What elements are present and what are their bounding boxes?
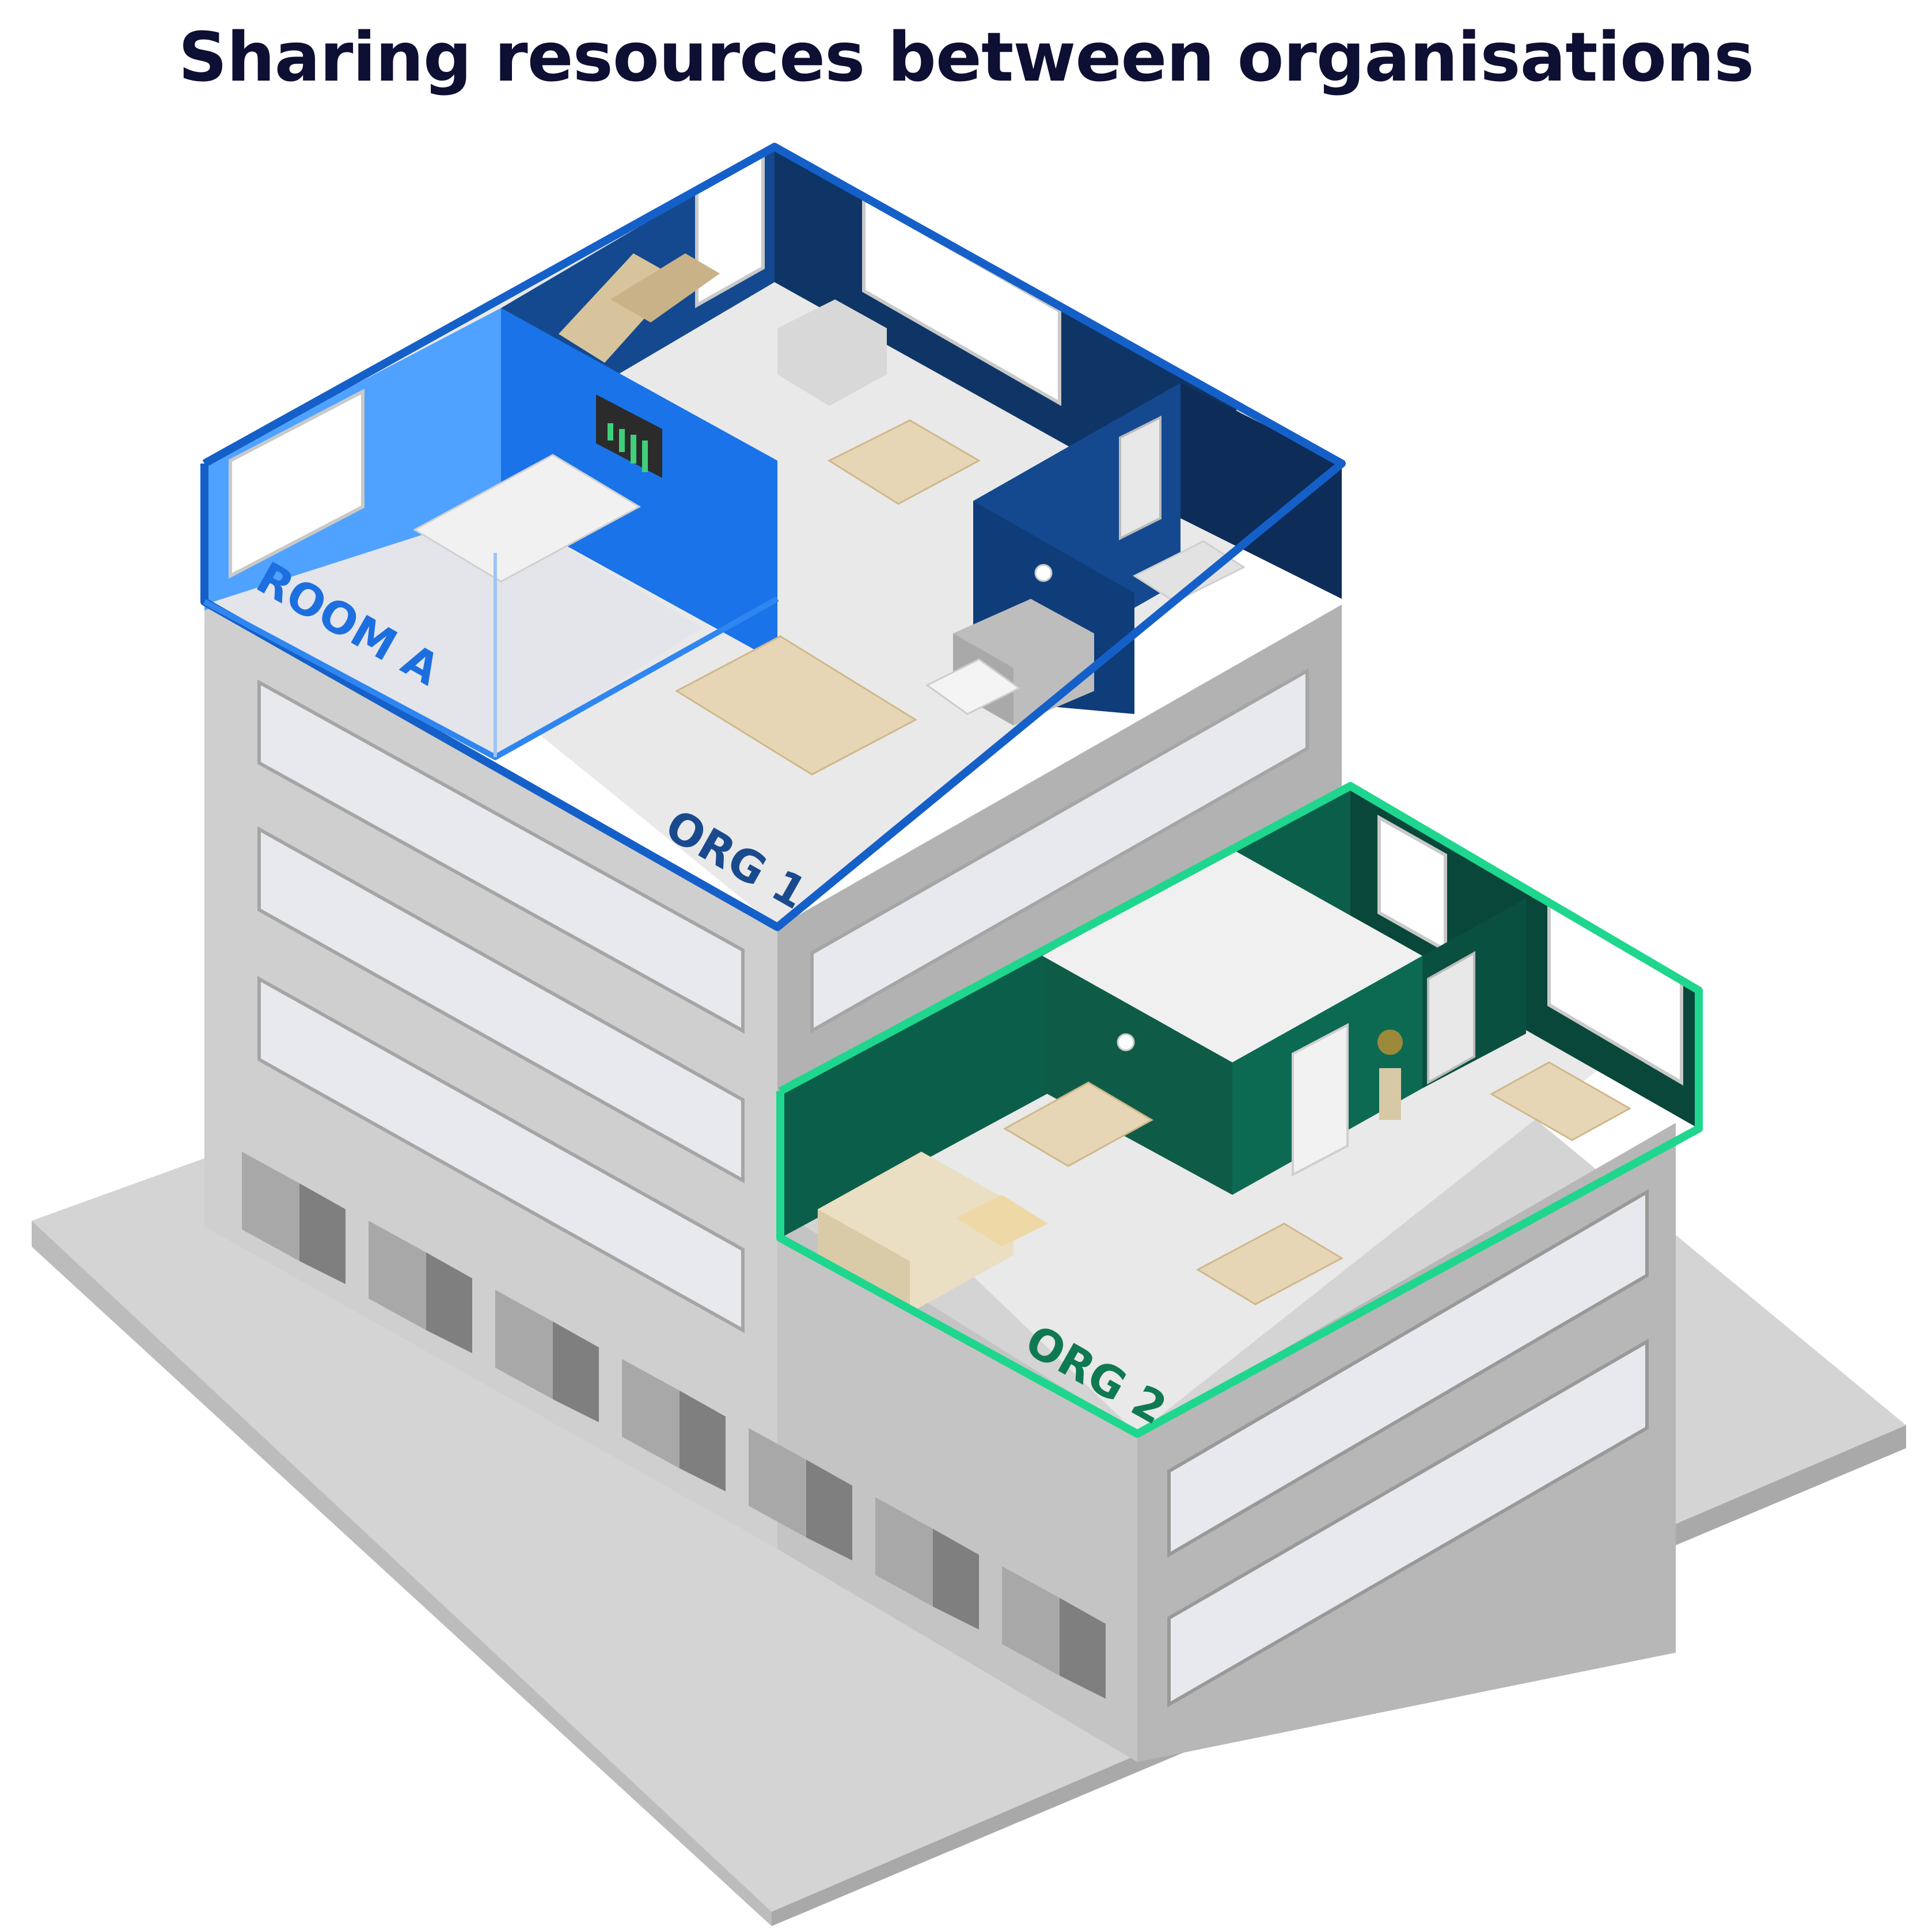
plant-icon <box>1377 1030 1403 1120</box>
window-bands-lower-right <box>1167 1188 1649 1708</box>
door-icon <box>1119 415 1162 541</box>
org1-floor <box>204 147 1342 927</box>
org1-outline <box>200 143 1346 931</box>
clock-icon <box>1034 564 1053 582</box>
beige-sofa <box>818 1152 1014 1313</box>
tv-chart-icon <box>596 394 662 478</box>
org2-clock-icon <box>1117 1033 1135 1051</box>
org2-door-icon <box>1427 951 1475 1085</box>
bookshelf-icon <box>1292 1023 1349 1177</box>
ground-floor-pillars <box>242 1152 1106 1699</box>
org2-floor <box>780 786 1699 1434</box>
window-bands-org1-right <box>810 667 1309 1034</box>
page-title: Sharing resources between organisations <box>178 17 1755 97</box>
window-bands-left <box>257 679 745 1334</box>
org2-outline <box>776 782 1703 1438</box>
